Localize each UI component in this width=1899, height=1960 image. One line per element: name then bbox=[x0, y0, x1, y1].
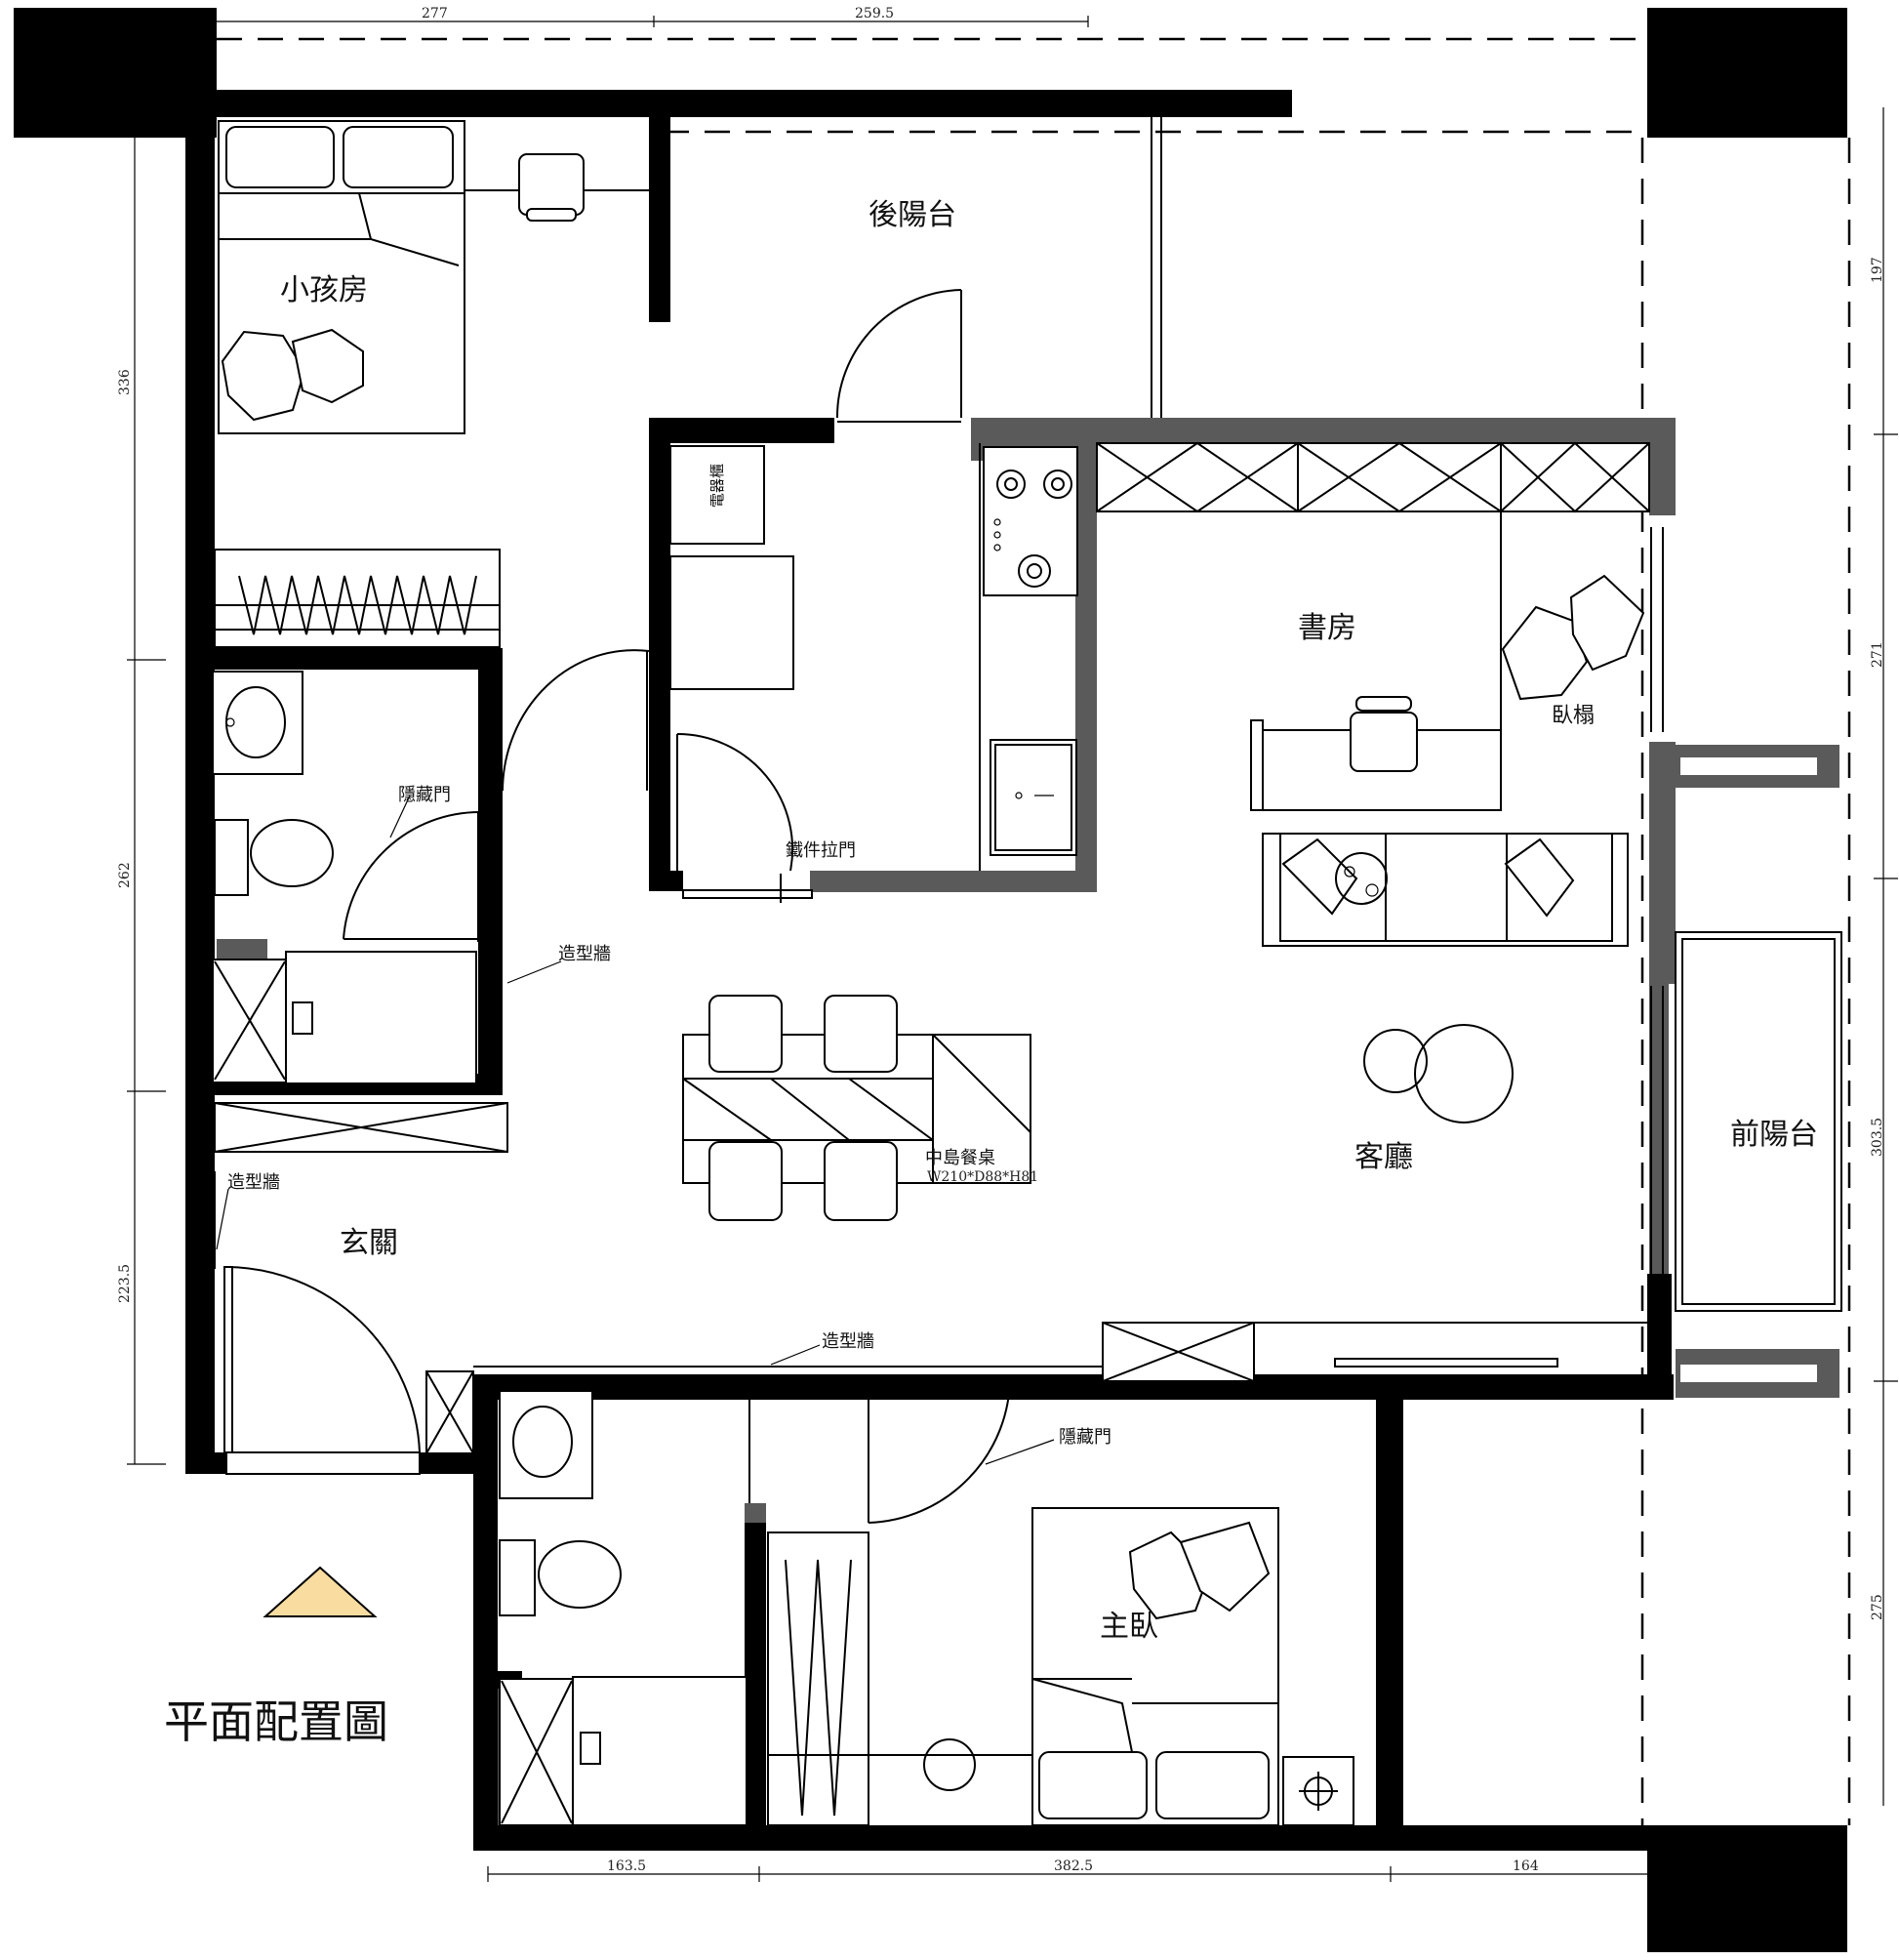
front-windows bbox=[1650, 527, 1842, 1312]
dim-top-1: 277 bbox=[422, 6, 448, 21]
daybed bbox=[1254, 511, 1645, 810]
tv-cabinet bbox=[1102, 1322, 1649, 1382]
sofa bbox=[1262, 833, 1629, 947]
dim-bottom-2: 382.5 bbox=[1054, 1858, 1093, 1874]
room-label-kids: 小孩房 bbox=[280, 273, 368, 307]
entrance-door bbox=[214, 1171, 1103, 1475]
study-cabinets bbox=[1096, 441, 1650, 513]
room-label-entrance: 玄關 bbox=[340, 1226, 398, 1260]
room-label-daybed: 臥榻 bbox=[1552, 704, 1595, 728]
dim-right-3: 303.5 bbox=[1870, 1118, 1885, 1157]
dim-left-1: 336 bbox=[117, 369, 133, 395]
kitchen bbox=[669, 443, 1078, 903]
room-label-rear-balcony: 後陽台 bbox=[869, 198, 956, 232]
note-feature-wall-3: 造型牆 bbox=[822, 1331, 874, 1352]
column-top-left bbox=[14, 8, 217, 138]
upper-bathroom bbox=[212, 671, 481, 1084]
note-island-size: W210*D88*H81 bbox=[927, 1169, 1038, 1185]
plan-title: 平面配置圖 bbox=[164, 1695, 388, 1748]
column-top-right bbox=[1647, 8, 1847, 138]
column-bottom-right bbox=[1647, 1825, 1847, 1952]
kids-closet bbox=[214, 549, 501, 648]
kids-desk-chair bbox=[465, 153, 649, 222]
dim-bottom-3: 164 bbox=[1513, 1858, 1539, 1874]
kids-bed bbox=[218, 120, 465, 434]
note-island-table: 中島餐桌 bbox=[925, 1148, 995, 1168]
dim-right-2: 271 bbox=[1870, 641, 1885, 668]
study-desk bbox=[1250, 696, 1502, 811]
hallway-door-arc bbox=[502, 649, 650, 792]
coffee-table bbox=[1363, 1024, 1514, 1123]
room-label-living: 客廳 bbox=[1354, 1140, 1413, 1174]
note-hidden-door-lower: 隱藏門 bbox=[1059, 1427, 1111, 1448]
dim-left-3: 223.5 bbox=[117, 1264, 133, 1303]
island-table bbox=[682, 995, 1031, 1221]
partition-cabinet bbox=[214, 1102, 508, 1153]
dashed-boundaries bbox=[217, 37, 1851, 1825]
rear-balcony bbox=[655, 117, 1162, 423]
note-feature-wall-1: 造型牆 bbox=[558, 944, 611, 964]
dimension-lines bbox=[127, 16, 1898, 1882]
note-appliance-cabinet: 電器櫃 bbox=[708, 464, 726, 508]
master-bedroom bbox=[767, 1375, 1396, 1826]
lower-bathroom bbox=[499, 1390, 750, 1826]
dim-left-2: 262 bbox=[117, 862, 133, 888]
note-feature-wall-2: 造型牆 bbox=[227, 1172, 280, 1193]
dim-right-1: 197 bbox=[1870, 257, 1885, 283]
note-hidden-door-upper: 隱藏門 bbox=[398, 785, 451, 805]
room-label-study: 書房 bbox=[1298, 611, 1356, 645]
room-label-front-balcony: 前陽台 bbox=[1730, 1118, 1818, 1152]
note-iron-sliding-door: 鐵件拉門 bbox=[786, 840, 856, 861]
dim-top-2: 259.5 bbox=[855, 6, 894, 21]
room-label-master: 主臥 bbox=[1100, 1610, 1158, 1644]
dim-right-4: 275 bbox=[1870, 1594, 1885, 1620]
north-arrow-icon bbox=[263, 1566, 378, 1617]
dim-bottom-1: 163.5 bbox=[607, 1858, 646, 1874]
